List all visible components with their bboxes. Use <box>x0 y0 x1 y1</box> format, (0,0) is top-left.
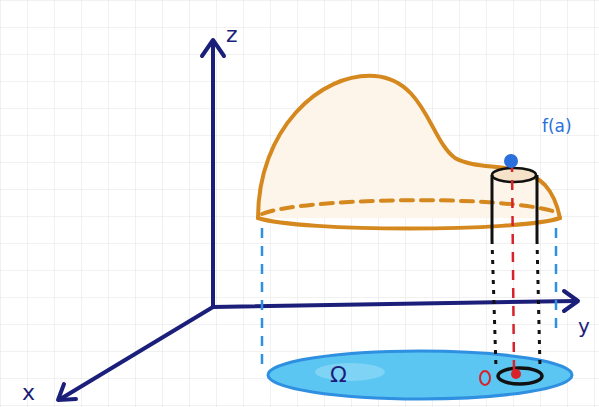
axis-label: z <box>226 24 238 46</box>
axis-label: y <box>578 316 590 336</box>
region-label: Ω <box>330 364 347 386</box>
axis-label: x <box>22 382 35 404</box>
point-label: f(a) <box>542 118 572 135</box>
